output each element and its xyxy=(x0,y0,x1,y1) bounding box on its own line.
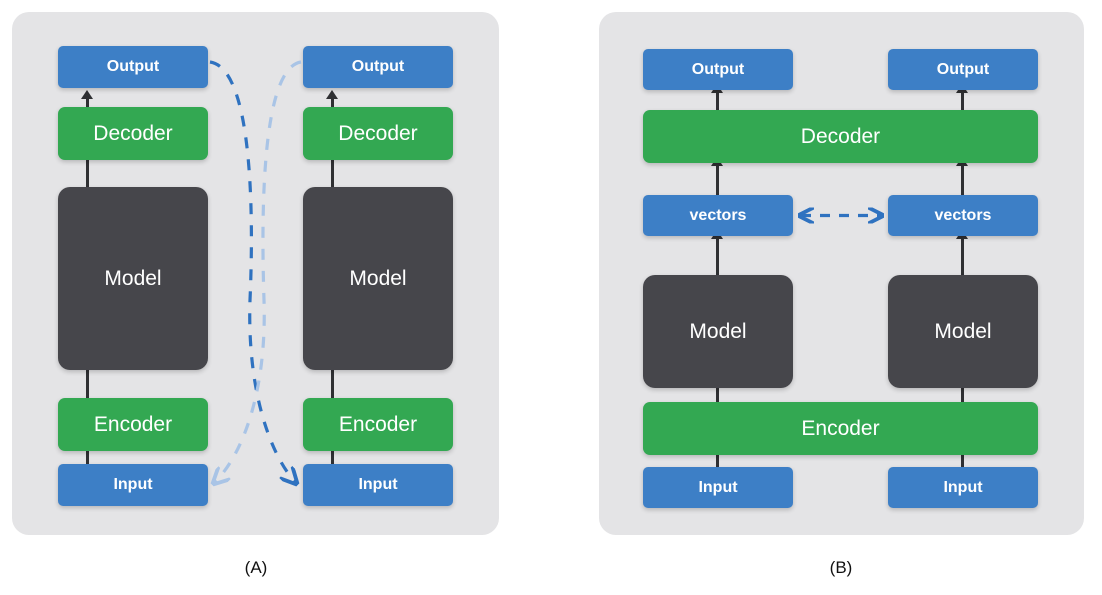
caption-panel-b: (B) xyxy=(829,558,853,577)
connector-a-right-decoder-to-output xyxy=(331,96,334,114)
arrowhead-a-right-output xyxy=(326,90,338,99)
caption-panel-a: (A) xyxy=(244,558,268,577)
connector-a-left-model-to-decoder xyxy=(86,160,89,190)
a-right-decoder-box[interactable]: Decoder xyxy=(303,107,453,160)
connector-b-left-encoder-to-model xyxy=(716,388,719,404)
b-right-output-box[interactable]: Output xyxy=(888,49,1038,90)
connector-a-left-decoder-to-output xyxy=(86,96,89,114)
connector-b-right-decoder-to-output xyxy=(961,90,964,111)
connector-a-right-input-to-encoder xyxy=(331,450,334,468)
connector-a-right-encoder-to-model xyxy=(331,367,334,399)
b-right-input-box[interactable]: Input xyxy=(888,467,1038,508)
b-right-model-box[interactable]: Model xyxy=(888,275,1038,388)
a-right-output-box[interactable]: Output xyxy=(303,46,453,88)
connector-b-left-vectors-to-decoder xyxy=(716,163,719,195)
a-right-input-box[interactable]: Input xyxy=(303,464,453,506)
connector-a-left-encoder-to-model xyxy=(86,367,89,399)
connector-b-left-model-to-vectors xyxy=(716,236,719,275)
a-left-input-box[interactable]: Input xyxy=(58,464,208,506)
connector-b-right-model-to-vectors xyxy=(961,236,964,275)
panel-a: Output Decoder Model Encoder Input Outpu… xyxy=(12,12,499,535)
connector-b-right-input-to-encoder xyxy=(961,453,964,469)
connector-a-right-model-to-decoder xyxy=(331,160,334,190)
b-right-vectors-box[interactable]: vectors xyxy=(888,195,1038,236)
b-shared-decoder-box[interactable]: Decoder xyxy=(643,110,1038,163)
connector-b-right-vectors-to-decoder xyxy=(961,163,964,195)
b-left-vectors-box[interactable]: vectors xyxy=(643,195,793,236)
connector-b-right-encoder-to-model xyxy=(961,388,964,404)
a-left-output-box[interactable]: Output xyxy=(58,46,208,88)
b-left-output-box[interactable]: Output xyxy=(643,49,793,90)
a-left-encoder-box[interactable]: Encoder xyxy=(58,398,208,451)
a-left-decoder-box[interactable]: Decoder xyxy=(58,107,208,160)
b-left-input-box[interactable]: Input xyxy=(643,467,793,508)
b-left-model-box[interactable]: Model xyxy=(643,275,793,388)
connector-a-left-input-to-encoder xyxy=(86,450,89,468)
a-right-model-box[interactable]: Model xyxy=(303,187,453,370)
b-shared-encoder-box[interactable]: Encoder xyxy=(643,402,1038,455)
panel-b: Output Output Decoder vectors vectors Mo… xyxy=(599,12,1084,535)
arrowhead-a-left-output xyxy=(81,90,93,99)
a-left-model-box[interactable]: Model xyxy=(58,187,208,370)
connector-b-left-input-to-encoder xyxy=(716,453,719,469)
connector-b-left-decoder-to-output xyxy=(716,90,719,111)
a-right-encoder-box[interactable]: Encoder xyxy=(303,398,453,451)
